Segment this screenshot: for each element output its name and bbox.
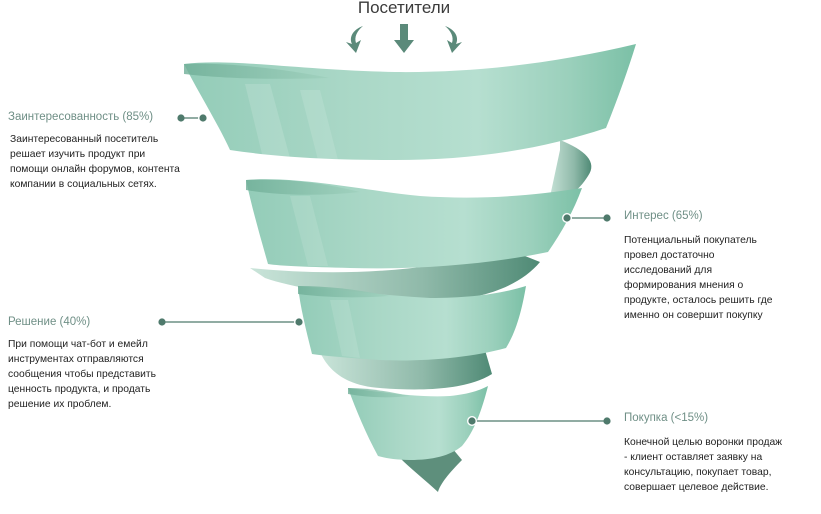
stage-2-description: Потенциальный покупатель провел достаточ… [624, 235, 773, 321]
stage-4-title: Покупка (<15%) [624, 412, 709, 424]
connector-stage-1 [177, 113, 208, 123]
arrow-down-icon [394, 24, 414, 53]
stage-2-title: Интерес (65%) [624, 210, 703, 222]
funnel-band-2 [246, 179, 582, 269]
funnel-band-4 [348, 386, 488, 460]
funnel-band-3 [298, 286, 526, 361]
stage-4-description: Конечной целью воронки продаж - клиент о… [624, 437, 783, 493]
connector-stage-3 [158, 317, 304, 327]
connector-stage-4 [467, 416, 611, 426]
funnel-band-1 [184, 44, 636, 160]
curved-arrow-left-icon [346, 26, 363, 53]
stage-3-description: При помощи чат-бот и емейл инструментах … [8, 339, 157, 410]
curved-arrow-right-icon [445, 26, 462, 53]
stage-3-title: Решение (40%) [8, 316, 91, 328]
stage-1-description: Заинтересованный посетитель решает изучи… [10, 134, 180, 190]
stage-1-title: Заинтересованность (85%) [8, 111, 154, 123]
connector-stage-2 [562, 213, 611, 223]
diagram-title: Посетители [357, 0, 451, 17]
